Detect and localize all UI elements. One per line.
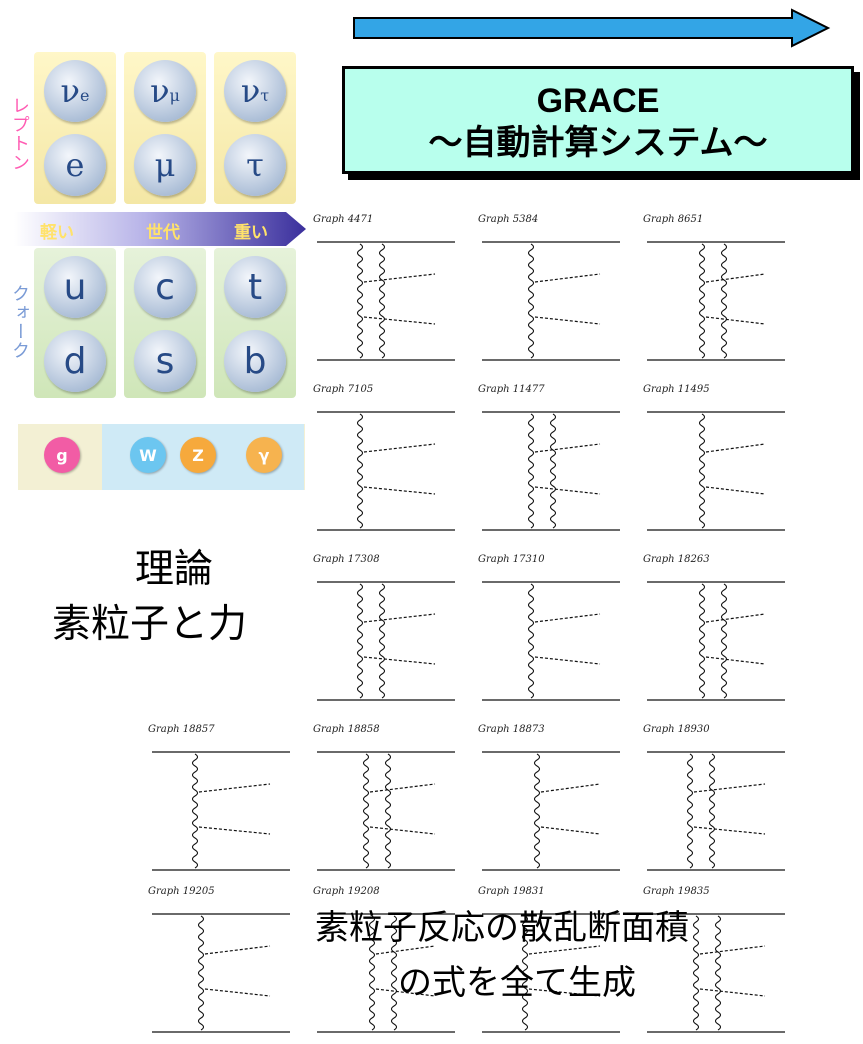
diagram-lines <box>647 751 785 871</box>
diagram-lines <box>317 913 455 1033</box>
feynman-diagram: Graph 7105 <box>305 382 465 542</box>
diagram-lines <box>647 411 785 531</box>
top-quark: t <box>224 256 286 318</box>
feynman-diagram: Graph 18263 <box>635 552 795 712</box>
diagram-lines <box>482 581 620 701</box>
feynman-diagram: Graph 18858 <box>305 722 465 882</box>
w-boson: W <box>130 437 166 473</box>
theory-title: 理論 <box>135 547 214 592</box>
diagram-lines <box>647 241 785 361</box>
generation-light: 軽い <box>40 223 74 243</box>
lepton-label: レプトン <box>9 96 30 172</box>
diagram-title: Graph 7105 <box>313 384 374 395</box>
diagram-lines <box>317 751 455 871</box>
generation-text-line2: の式を全て生成 <box>398 963 636 1003</box>
diagram-lines <box>482 913 620 1033</box>
feynman-diagram: Graph 18930 <box>635 722 795 882</box>
diagram-lines <box>317 581 455 701</box>
grace-box: GRACE 〜自動計算システム〜 <box>342 66 854 174</box>
diagram-title: Graph 19831 <box>478 886 545 897</box>
generation-heavy: 重い <box>234 223 268 243</box>
diagram-title: Graph 19205 <box>148 886 215 897</box>
feynman-diagram: Graph 11477 <box>470 382 630 542</box>
diagram-title: Graph 19835 <box>643 886 710 897</box>
diagram-lines <box>647 913 785 1033</box>
down-quark: d <box>44 330 106 392</box>
feynman-diagram: Graph 19208 <box>305 884 465 1044</box>
generation-label: 世代 <box>146 223 180 243</box>
grace-title: GRACE <box>536 82 660 120</box>
feynman-diagram: Graph 19835 <box>635 884 795 1044</box>
generation-text-line1: 素粒子反応の散乱断面積 <box>315 908 689 948</box>
diagram-lines <box>152 751 290 871</box>
generation-bar <box>14 212 306 246</box>
diagram-title: Graph 19208 <box>313 886 380 897</box>
diagram-lines <box>482 241 620 361</box>
diagram-title: Graph 18263 <box>643 554 710 565</box>
photon: γ <box>246 437 282 473</box>
quark-label: クォーク <box>9 284 30 360</box>
z-boson: Z <box>180 437 216 473</box>
feynman-diagram: Graph 19205 <box>140 884 300 1044</box>
diagram-title: Graph 4471 <box>313 214 374 225</box>
diagram-lines <box>317 411 455 531</box>
feynman-diagram: Graph 8651 <box>635 212 795 372</box>
feynman-diagram: Graph 18873 <box>470 722 630 882</box>
feynman-diagram: Graph 4471 <box>305 212 465 372</box>
feynman-diagram: Graph 17308 <box>305 552 465 712</box>
diagram-title: Graph 18857 <box>148 724 215 735</box>
bottom-quark: b <box>224 330 286 392</box>
gluon: g <box>44 437 80 473</box>
diagram-title: Graph 17308 <box>313 554 380 565</box>
up-quark: u <box>44 256 106 318</box>
theory-subtitle: 素粒子と力 <box>52 602 248 647</box>
diagram-lines <box>152 913 290 1033</box>
diagram-title: Graph 18873 <box>478 724 545 735</box>
diagram-title: Graph 5384 <box>478 214 539 225</box>
diagram-title: Graph 17310 <box>478 554 545 565</box>
strange-quark: s <box>134 330 196 392</box>
diagram-lines <box>482 411 620 531</box>
process-arrow <box>353 8 831 48</box>
feynman-diagram: Graph 19831 <box>470 884 630 1044</box>
feynman-diagram: Graph 18857 <box>140 722 300 882</box>
feynman-diagram: Graph 17310 <box>470 552 630 712</box>
feynman-diagram: Graph 5384 <box>470 212 630 372</box>
diagram-lines <box>317 241 455 361</box>
electron: e <box>44 134 106 196</box>
gauge-bosons: g W Z γ <box>18 424 305 490</box>
charm-quark: c <box>134 256 196 318</box>
diagram-title: Graph 11477 <box>478 384 545 395</box>
diagram-lines <box>482 751 620 871</box>
tau: τ <box>224 134 286 196</box>
diagram-title: Graph 18930 <box>643 724 710 735</box>
muon: μ <box>134 134 196 196</box>
diagram-title: Graph 11495 <box>643 384 710 395</box>
grace-subtitle: 〜自動計算システム〜 <box>428 123 768 163</box>
diagram-title: Graph 18858 <box>313 724 380 735</box>
diagram-lines <box>647 581 785 701</box>
feynman-diagram: Graph 11495 <box>635 382 795 542</box>
diagram-title: Graph 8651 <box>643 214 704 225</box>
